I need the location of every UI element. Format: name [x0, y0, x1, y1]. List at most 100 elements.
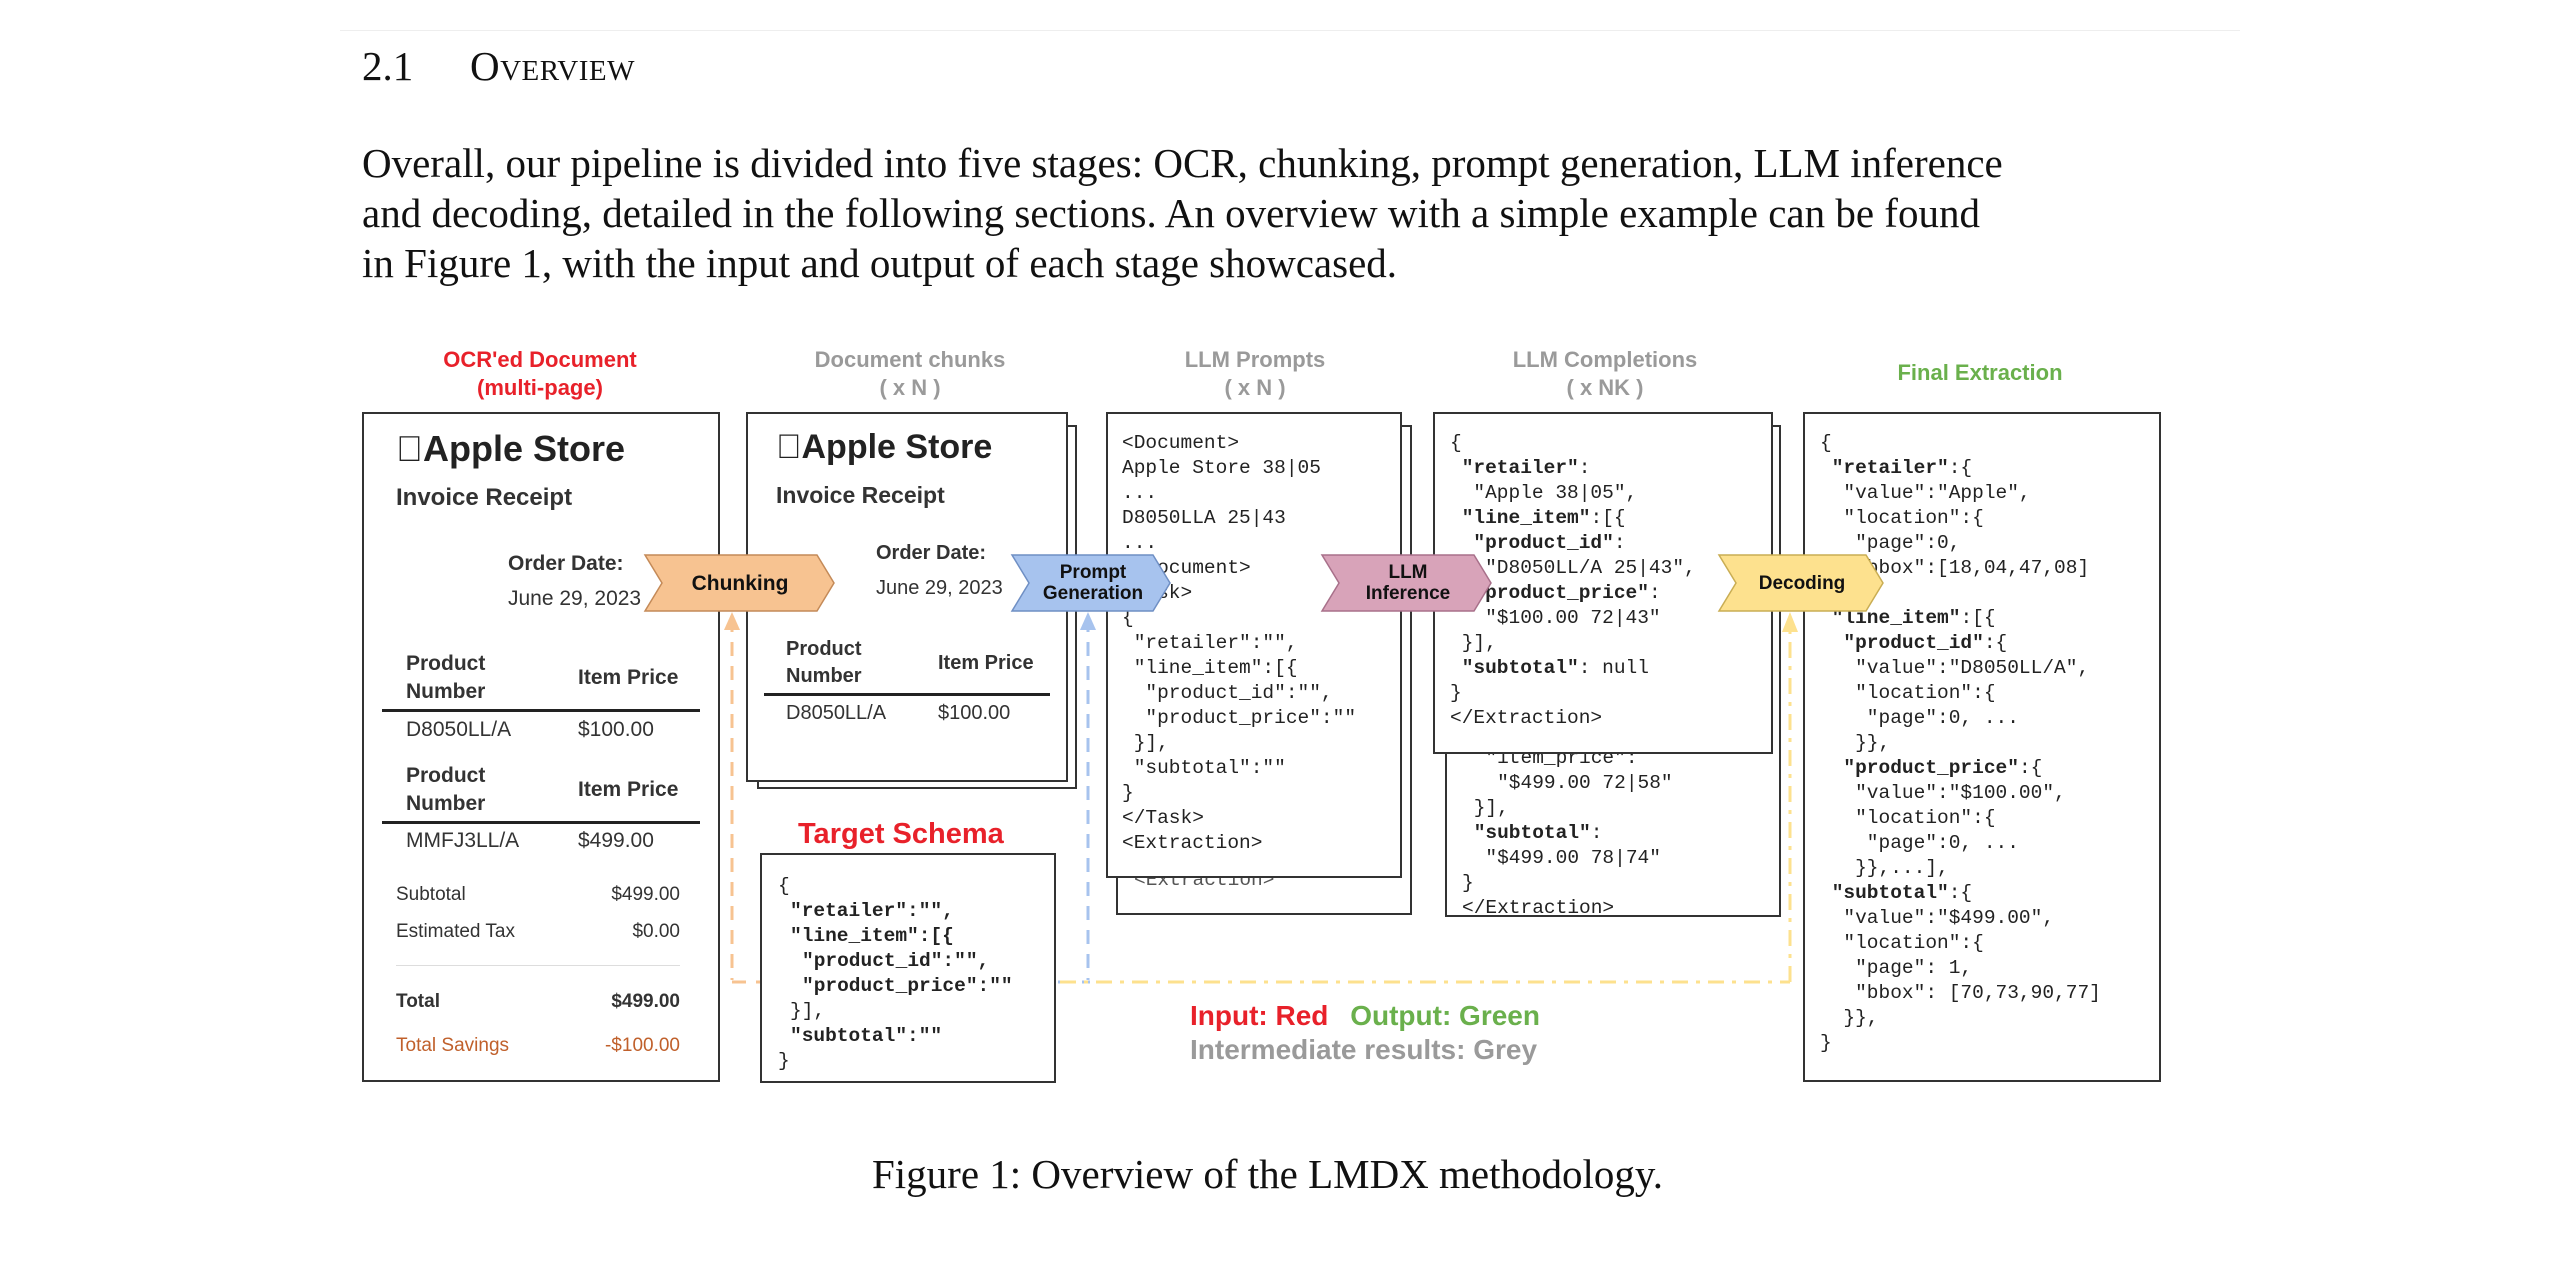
order-date-value: June 29, 2023	[508, 587, 642, 610]
item1-id: D8050LL/A	[406, 718, 512, 741]
header-line: ( x N )	[1224, 375, 1286, 400]
col-product-line: Product	[786, 638, 862, 660]
receipt-store-title: Apple Store	[396, 428, 625, 470]
col-price-header: Item Price	[578, 666, 679, 689]
decoding-arrowhead	[1782, 612, 1798, 632]
col-product-line: Number	[406, 680, 486, 703]
total-divider	[396, 965, 680, 966]
arrow-label-line: Generation	[1042, 583, 1144, 604]
figure-caption: Figure 1: Overview of the LMDX methodolo…	[871, 1151, 1663, 1197]
llm-prompts-header: LLM Prompts ( x N )	[1115, 346, 1395, 402]
prompt-front-page	[1106, 412, 1402, 878]
final-extraction-header: Final Extraction	[1897, 360, 2063, 385]
receipt-subtitle: Invoice Receipt	[396, 484, 573, 511]
col-price-header-2: Item Price	[578, 778, 679, 801]
legend-output: Output: Green	[1350, 1000, 1540, 1031]
schema-line: "subtotal":""	[790, 1025, 943, 1047]
target-schema-box	[760, 853, 1056, 1083]
col-product-line: Product	[406, 764, 486, 787]
completion-code: { "retailer": "Apple 38|05", "line_item"…	[1450, 432, 1696, 729]
target-schema-header: Target Schema	[798, 818, 1004, 850]
item1-price: $100.00	[578, 718, 654, 741]
arrow-label-line: Prompt	[1059, 562, 1127, 583]
prompt-generation-label: Prompt Generation	[1027, 555, 1159, 611]
section-title: Overview	[470, 43, 635, 89]
apple-logo-icon: 	[396, 428, 423, 469]
header-line: Document chunks	[814, 347, 1006, 372]
paragraph-line: in Figure 1, with the input and output o…	[362, 240, 1398, 286]
subtotal-value: $499.00	[611, 884, 680, 905]
decoding-arrow	[1717, 554, 1884, 612]
paragraph-line: Overall, our pipeline is divided into fi…	[362, 140, 2003, 186]
chunk-table-rule	[764, 693, 1050, 696]
header-line: ( x NK )	[1566, 375, 1644, 400]
legend-intermediate: Intermediate results: Grey	[1190, 1034, 1538, 1065]
ocr-document-box	[362, 412, 720, 1082]
col-product-line: Number	[786, 665, 862, 687]
target-schema-code: {"retailer":"", "line_item":[{ "product_id…	[778, 874, 1013, 1074]
savings-label: Total Savings	[396, 1035, 510, 1056]
legend-input: Input: Red	[1190, 1000, 1329, 1031]
chunk-store-title: Apple Store	[776, 428, 992, 467]
body-paragraph: Overall, our pipeline is divided into fi…	[362, 138, 2262, 288]
llm-inference-arrow	[1320, 554, 1492, 612]
header-line: (multi-page)	[477, 375, 603, 400]
chunking-arrow	[643, 554, 835, 612]
schema-line: "line_item":[{	[790, 925, 954, 947]
llm-inference-label: LLM Inference	[1337, 555, 1479, 611]
tax-label: Estimated Tax	[396, 921, 515, 942]
chunk-arrowhead	[724, 612, 740, 630]
schema-line: }	[778, 1050, 790, 1072]
chunk-order-date: June 29, 2023	[876, 577, 1003, 599]
paragraph-line: and decoding, detailed in the following …	[362, 190, 1980, 236]
total-label: Total	[396, 991, 440, 1012]
col-product-line: Number	[406, 792, 486, 815]
arrow-label-line: LLM	[1388, 562, 1428, 583]
header-line: LLM Completions	[1512, 347, 1698, 372]
apple-logo-icon: 	[776, 428, 802, 466]
tax-value: $0.00	[632, 921, 680, 942]
chunking-label: Chunking	[691, 571, 789, 595]
item2-id: MMFJ3LL/A	[406, 829, 520, 852]
table-rule	[382, 821, 700, 824]
col-product-line: Product	[406, 652, 486, 675]
prompt-generation-arrow	[1010, 554, 1171, 612]
table-rule	[382, 709, 700, 712]
llm-completions-header: LLM Completions ( x NK )	[1450, 346, 1760, 402]
chunk-item-id: D8050LL/A	[786, 702, 887, 724]
header-line: ( x N )	[879, 375, 941, 400]
order-date-label: Order Date:	[508, 552, 624, 575]
header-line: LLM Prompts	[1184, 347, 1326, 372]
chunk-col-product: Product Number	[786, 636, 862, 690]
subtotal-label: Subtotal	[396, 884, 466, 905]
schema-line: }],	[790, 1000, 826, 1022]
col-product-header: Product Number	[406, 650, 485, 706]
col-product-header-2: Product Number	[406, 762, 485, 818]
prompt-code: <Document> Apple Store 38|05 ... D8050LL…	[1122, 432, 1357, 854]
document-chunks-header: Document chunks ( x N )	[770, 346, 1050, 402]
item2-price: $499.00	[578, 829, 654, 852]
chunk-col-price: Item Price	[938, 652, 1034, 674]
schema-line: "product_id":"",	[802, 950, 990, 972]
header-line: OCR'ed Document	[443, 347, 637, 372]
ocr-document-header: OCR'ed Document (multi-page)	[400, 346, 680, 402]
section-number: 2.1	[362, 43, 414, 89]
arrow-label-line: Inference	[1365, 583, 1451, 604]
schema-line: {	[778, 875, 790, 897]
decoding-label: Decoding	[1758, 572, 1846, 594]
legend: Input: Red Output: Green	[1190, 1000, 1540, 1032]
final-extraction-box	[1803, 412, 2161, 1082]
savings-value: -$100.00	[604, 1035, 680, 1056]
top-rule	[340, 30, 2240, 31]
schema-line: "product_price":""	[802, 975, 1013, 997]
chunk-item-price: $100.00	[938, 702, 1011, 724]
chunk-subtitle: Invoice Receipt	[776, 482, 945, 508]
schema-line: "retailer":"",	[790, 900, 954, 922]
schema-arrowhead	[1080, 612, 1096, 630]
store-name: Apple Store	[396, 428, 625, 469]
store-name: Apple Store	[776, 428, 993, 466]
chunk-order-label: Order Date:	[876, 542, 987, 564]
